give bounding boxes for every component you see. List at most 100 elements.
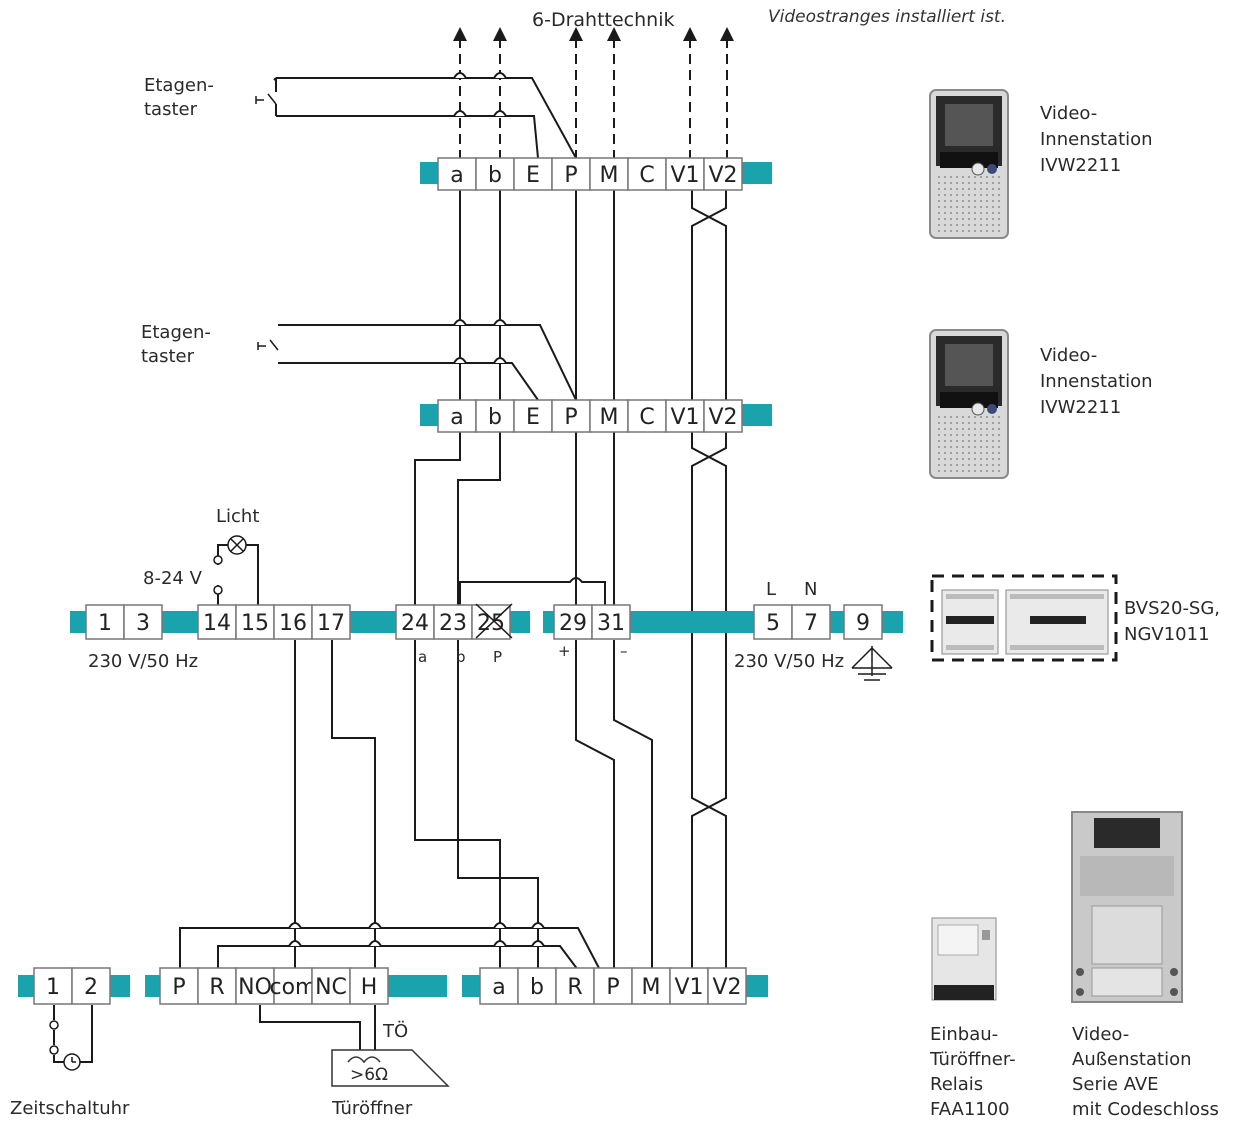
indoor-1-line-1: Video- (1040, 103, 1097, 124)
relay-line-1: Einbau- (930, 1024, 998, 1045)
floor-button-switch-1 (255, 93, 277, 105)
terminal-label-floor1-2: E (526, 163, 540, 188)
terminal-relay-1 (197, 967, 237, 1005)
indoor-station-2 (929, 329, 1009, 479)
terminal-outdoor-0 (479, 967, 519, 1005)
terminal-floor1-2 (513, 157, 553, 191)
terminal-label-floor1-6: V1 (670, 163, 699, 188)
terminal-label-relay-2: NO (238, 975, 272, 1000)
terminal-label-floor1-1: b (488, 163, 502, 188)
terminal-floor1-1 (475, 157, 515, 191)
timer-clock-icon (49, 1020, 81, 1071)
terminal-label-floor2-2: E (526, 405, 540, 430)
terminal-ps_mains-0 (85, 604, 125, 640)
terminal-label-floor2-0: a (450, 405, 463, 430)
terminal-outdoor-3 (593, 967, 633, 1005)
light-label: Licht (216, 506, 259, 527)
outdoor-line-1: Video- (1072, 1024, 1129, 1045)
phase-label: L (766, 579, 776, 600)
terminal-floor2-4 (589, 399, 629, 433)
tech-label: 6-Drahttechnik (532, 9, 674, 31)
terminal-label-relay-0: P (172, 975, 185, 1000)
floor-button-label-2b: taster (141, 346, 195, 367)
terminal-label-floor1-7: V2 (708, 163, 737, 188)
terminal-label-outdoor-1: b (530, 975, 544, 1000)
door-opener-caption: Türöffner (331, 1098, 413, 1119)
floor-button-switch-2 (257, 339, 279, 351)
terminal-ps_dc-1 (591, 604, 631, 640)
note-text: Videostranges installiert ist. (768, 7, 1006, 27)
indoor-1-line-2: Innenstation (1040, 129, 1153, 150)
wire-bridges (288, 72, 545, 947)
indoor-station-1 (929, 89, 1009, 239)
psu-line-2: NGV1011 (1124, 624, 1210, 645)
bus-p-label: P (493, 648, 502, 666)
terminal-label-ps_bus-0: 24 (401, 611, 429, 636)
floor-button-label-2a: Etagen- (141, 322, 211, 343)
terminal-label-ps_light-3: 17 (317, 611, 345, 636)
terminal-ps_bus-2 (471, 604, 511, 640)
terminal-label-ps_out-1: 7 (804, 611, 818, 636)
terminal-label-floor2-3: P (564, 405, 577, 430)
terminal-floor2-7 (703, 399, 743, 433)
terminal-relay-0 (159, 967, 199, 1005)
terminal-floor1-3 (551, 157, 591, 191)
outdoor-station (1071, 811, 1183, 1003)
bus-up-arrows (453, 27, 734, 160)
relay-module (931, 917, 997, 1001)
door-opener-value: >6Ω (350, 1065, 388, 1085)
terminal-label-ps_light-2: 16 (279, 611, 307, 636)
light-bulb-icon (213, 535, 247, 595)
neutral-label: N (804, 579, 817, 600)
terminal-floor2-1 (475, 399, 515, 433)
relay-line-3: Relais (930, 1074, 983, 1095)
terminal-label-ps_mains-0: 1 (98, 611, 112, 636)
terminal-label-floor2-6: V1 (670, 405, 699, 430)
terminal-label-outdoor-2: R (567, 975, 582, 1000)
terminal-label-outdoor-0: a (492, 975, 505, 1000)
terminal-floor1-6 (665, 157, 705, 191)
terminal-floor1-0 (437, 157, 477, 191)
mains-left-label: 230 V/50 Hz (88, 651, 198, 672)
terminal-ps_light-3 (311, 604, 351, 640)
terminal-outdoor-2 (555, 967, 595, 1005)
terminal-blocks: abEPMCV1V2abEPMCV1V213141516172423252931… (33, 157, 883, 1005)
terminal-label-floor1-3: P (564, 163, 577, 188)
terminal-label-outdoor-6: V2 (712, 975, 741, 1000)
terminal-label-ps_bus-1: 23 (439, 611, 467, 636)
door-opener-symbol (331, 1049, 450, 1087)
terminal-label-outdoor-4: M (642, 975, 661, 1000)
floor-button-label-1b: taster (144, 99, 198, 120)
terminal-label-floor2-5: C (639, 405, 654, 430)
terminal-floor1-7 (703, 157, 743, 191)
outdoor-line-3: Serie AVE (1072, 1074, 1159, 1095)
dc-plus-label: + (558, 642, 571, 660)
terminal-label-relay-1: R (209, 975, 224, 1000)
terminal-label-timer-1: 2 (84, 975, 98, 1000)
indoor-1-line-3: IVW2211 (1040, 155, 1121, 176)
terminal-label-ps_dc-1: 31 (597, 611, 625, 636)
floor-button-label-1a: Etagen- (144, 75, 214, 96)
terminal-label-ps_out-0: 5 (766, 611, 780, 636)
terminal-label-relay-3: com (270, 975, 317, 1000)
terminal-floor2-6 (665, 399, 705, 433)
terminal-ps_light-0 (197, 604, 237, 640)
terminal-label-floor2-7: V2 (708, 405, 737, 430)
terminal-label-outdoor-3: P (606, 975, 619, 1000)
indoor-2-line-3: IVW2211 (1040, 397, 1121, 418)
terminal-timer-0 (33, 967, 73, 1005)
terminal-label-ps_light-1: 15 (241, 611, 269, 636)
terminal-label-relay-5: H (361, 975, 378, 1000)
indoor-2-line-1: Video- (1040, 345, 1097, 366)
terminal-label-outdoor-5: V1 (674, 975, 703, 1000)
indoor-2-line-2: Innenstation (1040, 371, 1153, 392)
terminal-label-ps_light-0: 14 (203, 611, 231, 636)
terminal-label-ps_dc-0: 29 (559, 611, 587, 636)
terminal-ps_earth-0 (843, 604, 883, 640)
power-supply-unit (930, 574, 1118, 662)
terminal-label-ps_mains-1: 3 (136, 611, 150, 636)
terminal-label-floor2-1: b (488, 405, 502, 430)
terminal-ps_light-2 (273, 604, 313, 640)
psu-line-1: BVS20-SG, (1124, 598, 1220, 619)
